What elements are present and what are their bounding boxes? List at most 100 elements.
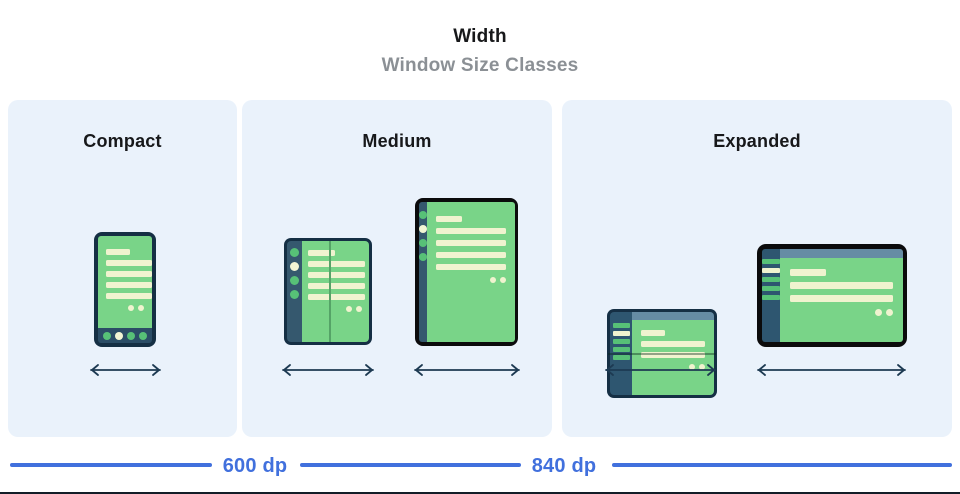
content-line bbox=[790, 269, 826, 276]
ruler-segment bbox=[10, 463, 212, 467]
content-line bbox=[790, 295, 893, 302]
rail-dot-icon bbox=[419, 225, 427, 233]
diagram-title: Width bbox=[453, 26, 507, 47]
foldable-landscape-illustration bbox=[607, 309, 717, 398]
phone-nav-bar bbox=[98, 328, 152, 343]
content-dots bbox=[490, 277, 506, 283]
device-nav-rail bbox=[762, 249, 780, 342]
content-dots bbox=[346, 306, 362, 312]
content-dots bbox=[689, 364, 705, 370]
panel-compact-label: Compact bbox=[83, 131, 162, 151]
rail-item-icon bbox=[612, 323, 630, 328]
device-nav-rail bbox=[419, 202, 427, 342]
nav-dot-icon bbox=[139, 331, 147, 340]
ruler-segment bbox=[612, 463, 952, 467]
content-line bbox=[308, 272, 365, 278]
nav-dot-icon bbox=[127, 331, 135, 340]
app-top-bar bbox=[780, 249, 903, 258]
rail-item-icon bbox=[762, 286, 780, 291]
tablet-portrait-illustration bbox=[415, 198, 518, 346]
device-main-area bbox=[632, 312, 714, 395]
width-arrow-icon bbox=[755, 362, 908, 378]
content-line bbox=[106, 249, 130, 255]
breakpoint-ruler: 600 dp 840 dp bbox=[0, 451, 960, 481]
rail-dot-icon bbox=[290, 248, 299, 257]
panel-medium: Medium bbox=[242, 100, 552, 437]
breakpoint-600dp-label: 600 dp bbox=[222, 455, 288, 477]
content-line bbox=[308, 250, 335, 256]
ruler-segment bbox=[300, 463, 521, 467]
foldable-portrait-illustration bbox=[284, 238, 372, 345]
rail-item-icon bbox=[612, 355, 630, 360]
device-screen bbox=[302, 241, 369, 342]
dot-icon bbox=[500, 277, 506, 283]
width-arrow-icon bbox=[603, 362, 718, 378]
rail-dot-icon bbox=[290, 276, 299, 285]
nav-dot-icon bbox=[103, 331, 111, 340]
content-dots bbox=[875, 309, 893, 316]
dot-icon bbox=[346, 306, 352, 312]
phone-portrait-illustration bbox=[94, 232, 156, 347]
content-dots bbox=[128, 305, 144, 311]
panel-compact: Compact bbox=[8, 100, 237, 437]
panel-expanded: Expanded bbox=[562, 100, 952, 437]
diagram-header: Width Window Size Classes bbox=[0, 26, 960, 77]
dot-icon bbox=[128, 305, 134, 311]
content-line bbox=[436, 252, 506, 258]
rail-item-icon bbox=[762, 268, 780, 273]
panel-medium-label: Medium bbox=[362, 131, 432, 151]
content-line bbox=[790, 282, 893, 289]
breakpoint-840dp-label: 840 dp bbox=[531, 455, 597, 477]
device-screen bbox=[632, 320, 714, 395]
content-line bbox=[641, 330, 665, 336]
dot-icon bbox=[886, 309, 893, 316]
content-line bbox=[641, 352, 705, 358]
phone-screen bbox=[98, 236, 152, 328]
rail-dot-icon bbox=[290, 262, 299, 271]
rail-item-icon bbox=[612, 331, 630, 336]
rail-dot-icon bbox=[419, 239, 427, 247]
rail-item-icon bbox=[612, 339, 630, 344]
device-screen bbox=[427, 202, 515, 342]
rail-item-icon bbox=[762, 295, 780, 300]
device-main-area bbox=[780, 249, 903, 342]
content-line bbox=[436, 216, 462, 222]
rail-dot-icon bbox=[419, 253, 427, 261]
width-arrow-icon bbox=[412, 362, 522, 378]
dot-icon bbox=[875, 309, 882, 316]
tablet-landscape-illustration bbox=[757, 244, 907, 347]
dot-icon bbox=[689, 364, 695, 370]
rail-dot-icon bbox=[290, 290, 299, 299]
device-screen bbox=[780, 258, 903, 342]
fold-line bbox=[608, 353, 716, 355]
content-line bbox=[106, 260, 152, 266]
width-arrow-icon bbox=[280, 362, 376, 378]
content-line bbox=[106, 271, 152, 277]
nav-dot-icon bbox=[115, 331, 123, 340]
dot-icon bbox=[138, 305, 144, 311]
dot-icon bbox=[356, 306, 362, 312]
dot-icon bbox=[490, 277, 496, 283]
content-line bbox=[106, 282, 152, 288]
content-line bbox=[308, 261, 365, 267]
content-line bbox=[308, 294, 365, 300]
screen-content bbox=[302, 241, 369, 342]
device-nav-rail bbox=[610, 312, 632, 395]
diagram-subtitle: Window Size Classes bbox=[381, 55, 579, 76]
fold-line bbox=[329, 241, 331, 342]
content-line bbox=[308, 283, 365, 289]
panel-expanded-label: Expanded bbox=[713, 131, 801, 151]
device-nav-rail bbox=[287, 241, 302, 342]
content-line bbox=[436, 228, 506, 234]
rail-item-icon bbox=[762, 277, 780, 282]
dot-icon bbox=[699, 364, 705, 370]
content-line bbox=[436, 264, 506, 270]
content-line bbox=[106, 293, 152, 299]
content-line bbox=[641, 341, 705, 347]
content-line bbox=[436, 240, 506, 246]
width-arrow-icon bbox=[88, 362, 163, 378]
rail-item-icon bbox=[612, 347, 630, 352]
rail-item-icon bbox=[762, 259, 780, 264]
rail-dot-icon bbox=[419, 211, 427, 219]
